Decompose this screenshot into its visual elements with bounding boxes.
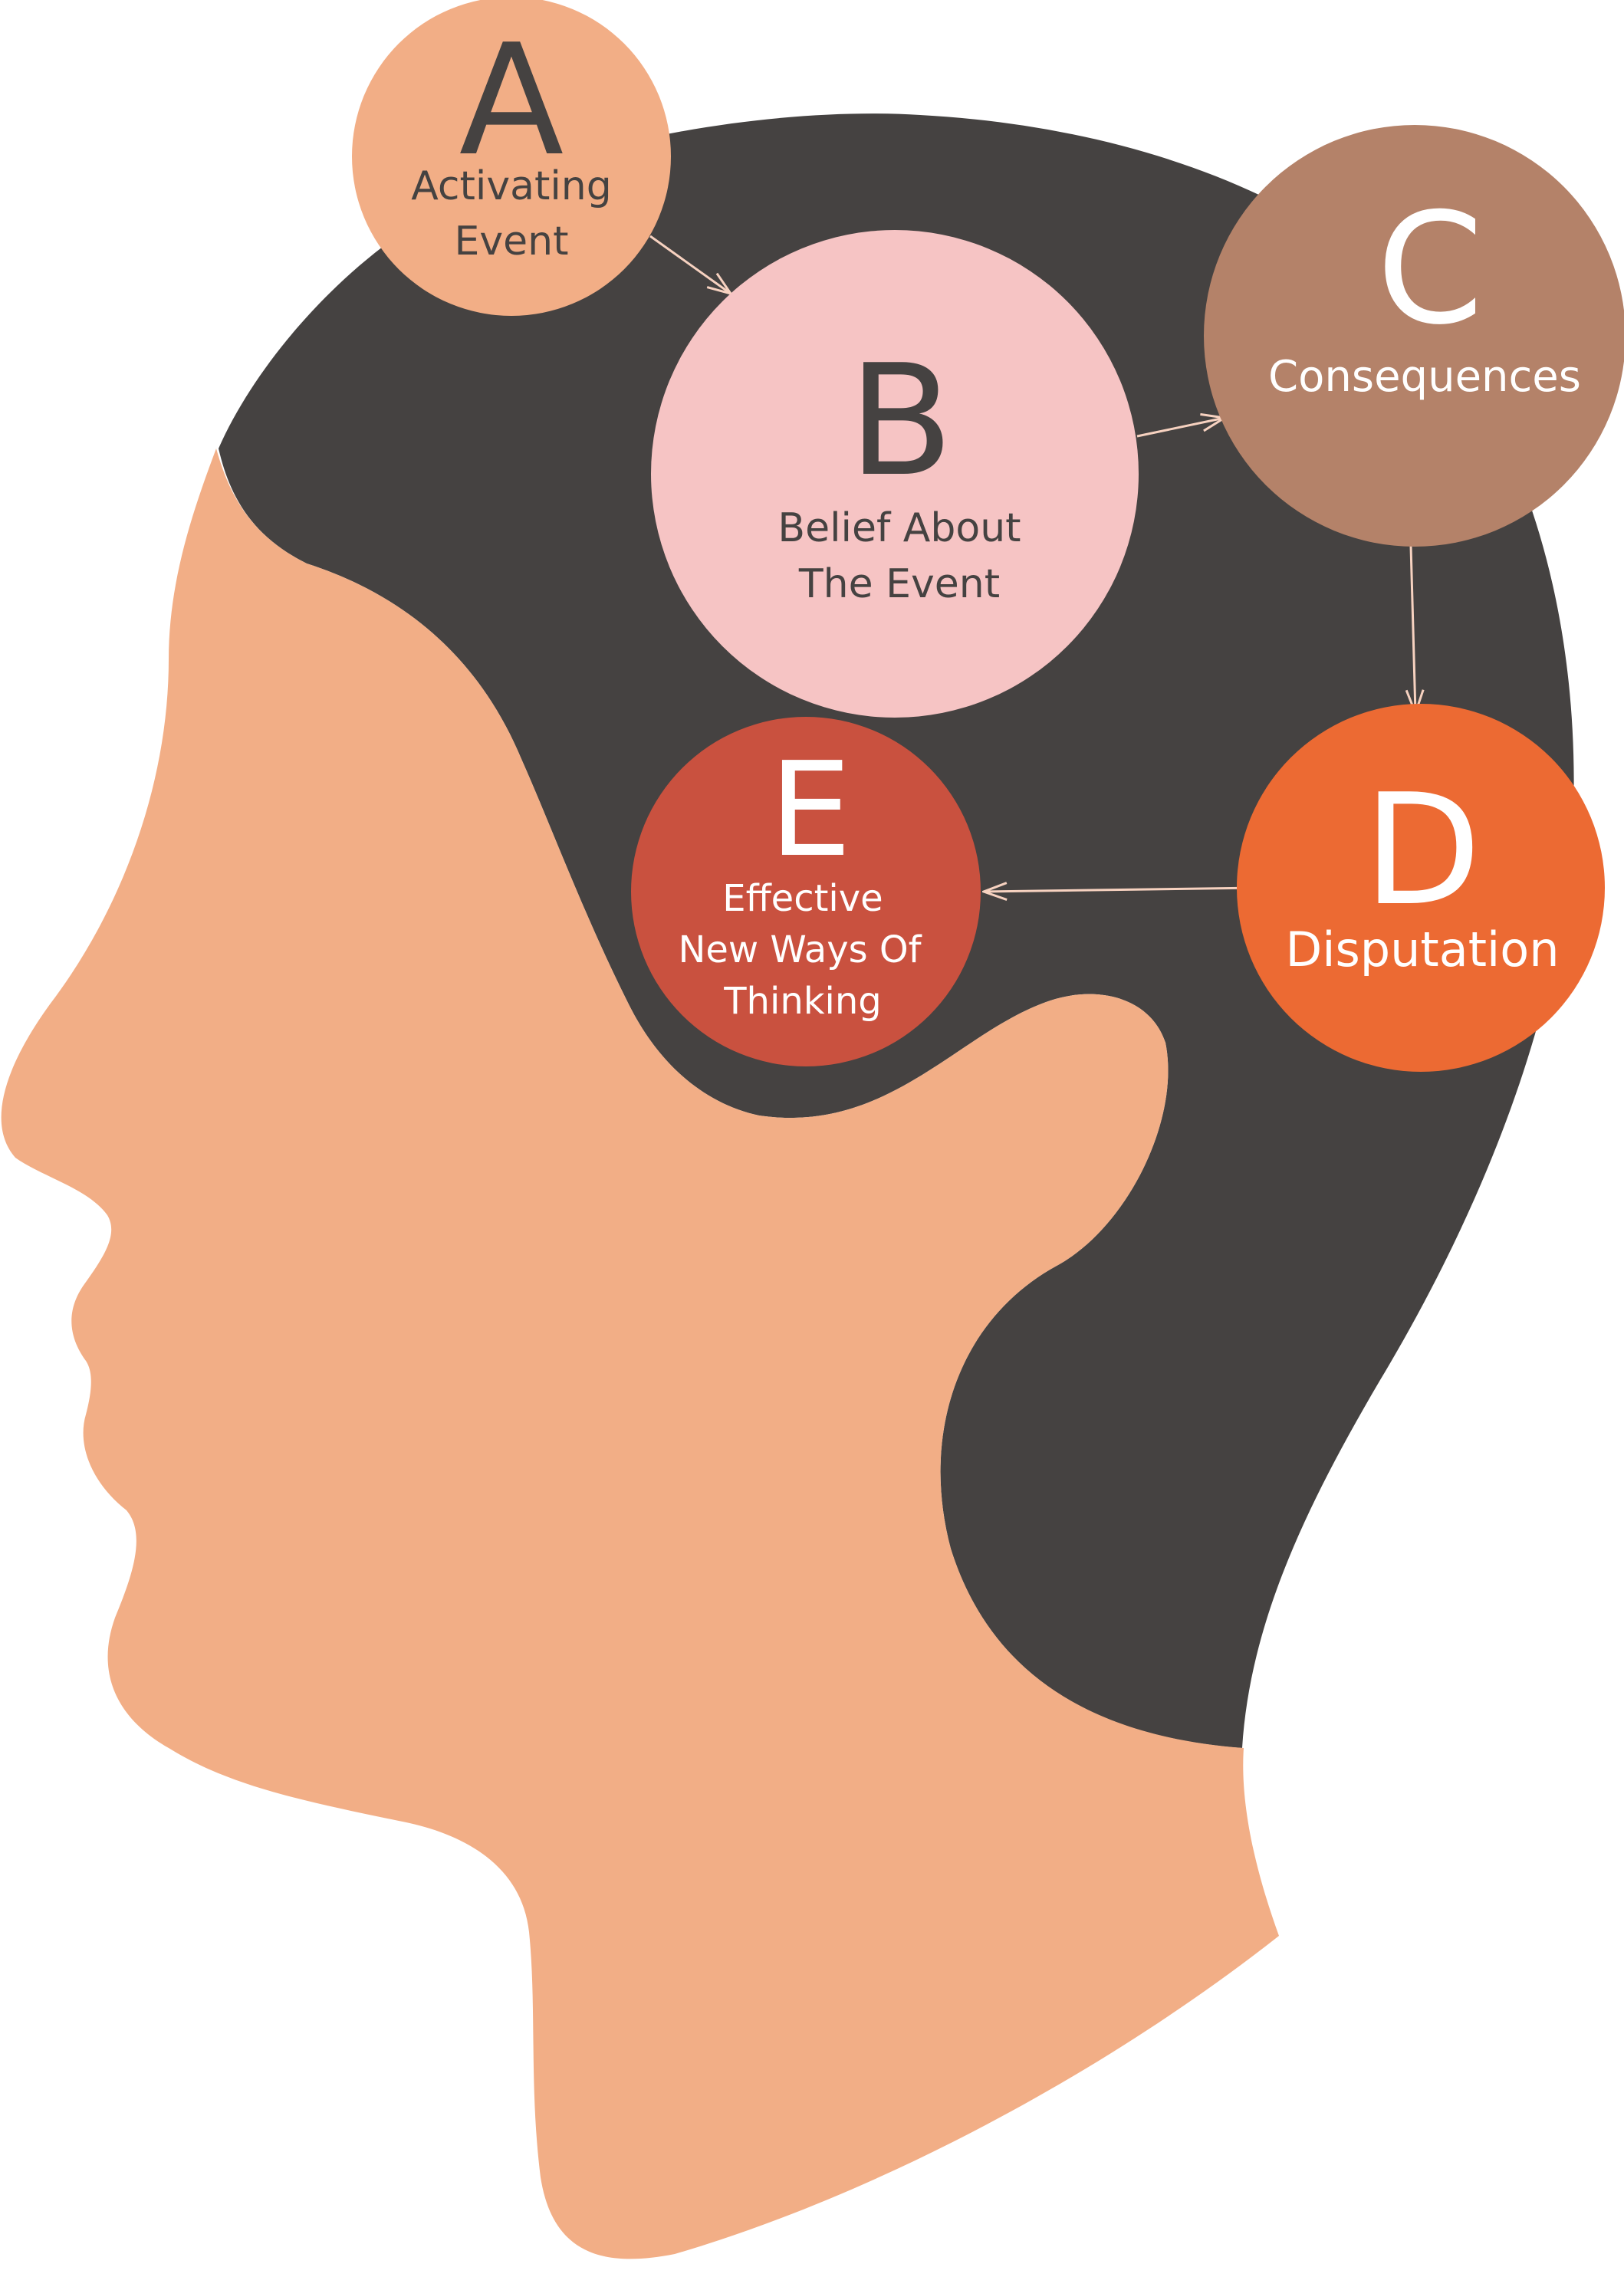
node-c-letter: C <box>1376 180 1484 359</box>
node-consequences: C Consequences <box>1204 125 1624 547</box>
arrow-b-to-c <box>1136 418 1225 438</box>
node-e-label-line-2: New Ways Of <box>678 928 922 971</box>
node-e-circle <box>631 717 981 1066</box>
node-d-circle <box>1237 704 1605 1072</box>
node-e-label-line-1: Effective <box>722 877 883 920</box>
face-shape <box>1 449 1279 2259</box>
node-a-label-line-2: Event <box>455 219 569 264</box>
arrow-group <box>649 235 1415 892</box>
node-disputation: D Disputation <box>1237 704 1605 1072</box>
node-c-label-line-1: Consequences <box>1268 352 1581 402</box>
node-activating-event: A Activating Event <box>352 0 671 316</box>
arrow-a-to-b <box>649 235 731 294</box>
node-belief-about-event: B Belief About The Event <box>651 230 1139 718</box>
node-d-letter: D <box>1363 761 1481 940</box>
node-e-label-line-3: Thinking <box>723 980 882 1023</box>
arrow-c-to-d <box>1411 545 1415 713</box>
node-a-label-line-1: Activating <box>411 163 612 209</box>
node-effective-new-thinking: E Effective New Ways Of Thinking <box>631 717 981 1066</box>
node-a-circle <box>352 0 671 316</box>
node-b-letter: B <box>848 332 953 511</box>
node-c-circle <box>1204 125 1624 547</box>
node-b-label-line-2: The Event <box>798 561 1000 607</box>
node-a-letter: A <box>459 12 564 190</box>
node-b-circle <box>651 230 1139 718</box>
node-b-label-line-1: Belief About <box>777 505 1021 551</box>
node-e-letter: E <box>769 734 851 886</box>
arrow-d-to-e <box>984 888 1260 892</box>
node-d-label-line-1: Disputation <box>1286 922 1560 978</box>
